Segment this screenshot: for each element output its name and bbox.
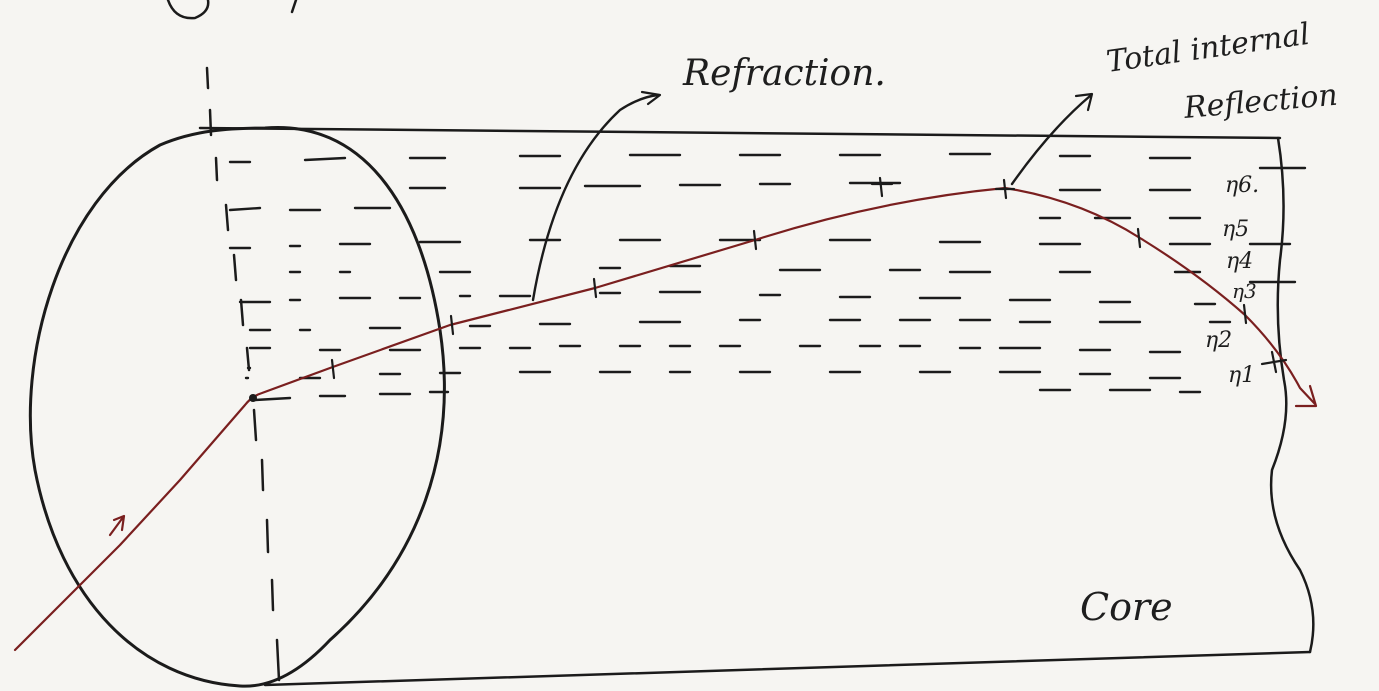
refraction-leader-line (533, 95, 658, 300)
fiber-bottom-edge (265, 652, 1310, 685)
top-partial-mark-2 (292, 0, 296, 12)
layer-label-n4: η4 (1226, 249, 1253, 274)
fiber-end-ellipse (30, 127, 444, 686)
refraction-label: Refraction. (682, 53, 886, 94)
ray-incident-arrow (110, 516, 124, 535)
tir-label-line1: Total internal (1104, 17, 1312, 80)
tir-label-line2: Reflection (1182, 78, 1339, 126)
light-ray (15, 188, 1315, 650)
layer-label-n2: η2 (1205, 328, 1232, 353)
layer-label-n3: η3 (1232, 279, 1257, 303)
layer-label-n6: η6. (1225, 173, 1259, 198)
top-partial-mark (168, 0, 208, 18)
fiber-top-edge (200, 128, 1280, 138)
tir-leader-line (1012, 96, 1090, 184)
layer-label-n5: η5 (1222, 217, 1249, 242)
layer-index-labels: η6. η5 η4 η3 η2 η1 (1205, 173, 1259, 388)
core-label: Core (1080, 585, 1173, 629)
vertical-axis (207, 68, 279, 680)
layer-label-n1: η1 (1228, 363, 1255, 388)
